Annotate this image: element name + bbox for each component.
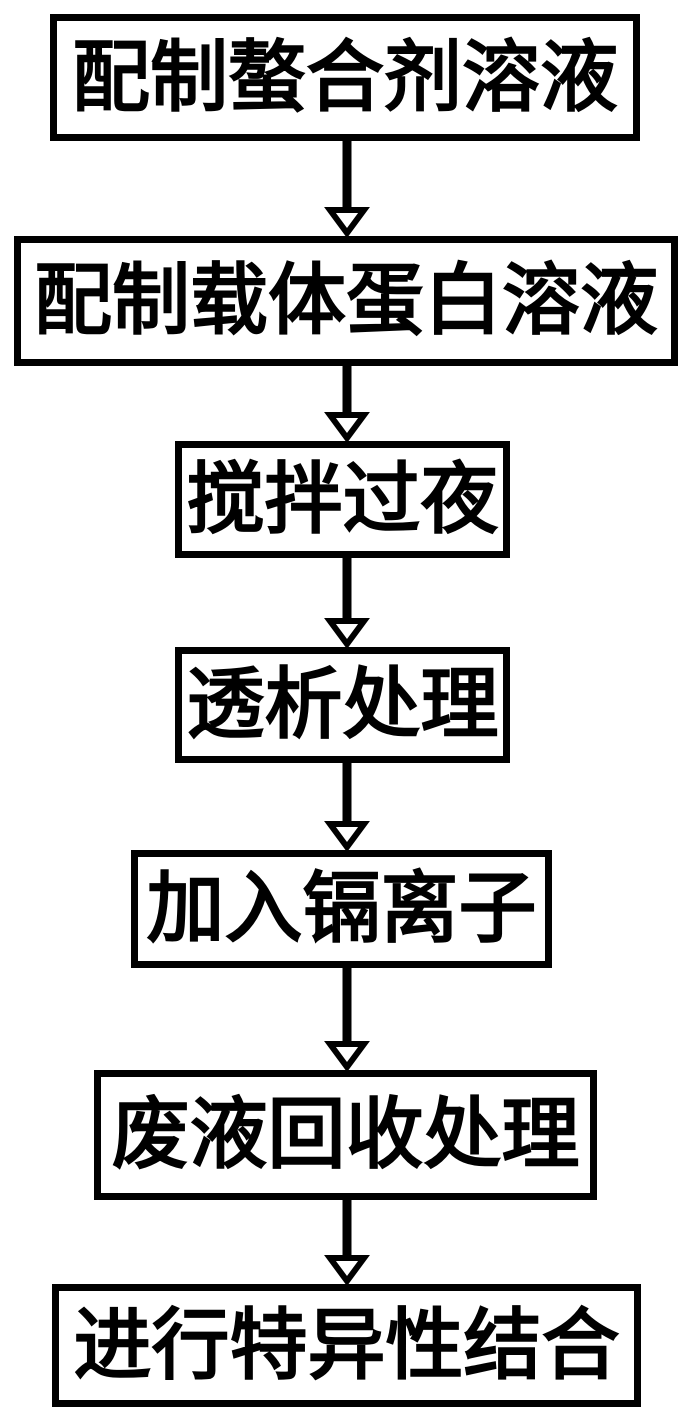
flow-step-box-5: 加入镉离子 bbox=[131, 850, 552, 968]
down-arrow-icon bbox=[324, 1200, 370, 1284]
flow-step-label-6: 废液回收处理 bbox=[111, 1090, 580, 1180]
flow-step-box-6: 废液回收处理 bbox=[94, 1070, 597, 1200]
down-arrow-icon bbox=[324, 558, 370, 647]
down-arrow-icon bbox=[324, 366, 370, 441]
down-arrow-icon bbox=[324, 968, 370, 1070]
flow-step-box-3: 搅拌过夜 bbox=[175, 441, 510, 558]
flow-step-box-4: 透析处理 bbox=[175, 647, 510, 763]
flow-step-label-7: 进行特异性结合 bbox=[73, 1300, 620, 1391]
flow-step-label-3: 搅拌过夜 bbox=[186, 454, 499, 545]
flow-step-label-4: 透析处理 bbox=[186, 660, 499, 750]
flow-step-box-7: 进行特异性结合 bbox=[52, 1284, 641, 1407]
flow-step-box-1: 配制螯合剂溶液 bbox=[50, 14, 640, 141]
flow-step-label-5: 加入镉离子 bbox=[146, 864, 537, 954]
flow-step-box-2: 配制载体蛋白溶液 bbox=[14, 236, 678, 366]
flow-step-label-1: 配制螯合剂溶液 bbox=[71, 32, 618, 123]
flow-step-label-2: 配制载体蛋白溶液 bbox=[33, 256, 658, 346]
down-arrow-icon bbox=[324, 141, 370, 236]
down-arrow-icon bbox=[324, 763, 370, 850]
